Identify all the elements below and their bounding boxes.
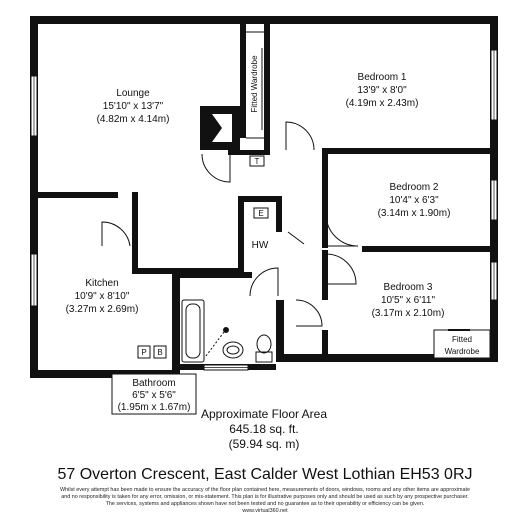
door-kitchen [101, 221, 131, 247]
wall-bedroom3-left-lower [322, 330, 328, 362]
disclaimer-line-2: and no responsibility is taken for any e… [61, 494, 469, 500]
bathroom-fixtures [181, 299, 273, 363]
lounge-imperial: 15'10" x 13'7" [103, 101, 164, 112]
lounge-name: Lounge [116, 88, 150, 99]
b-label: B [157, 348, 162, 357]
lounge-metric: (4.82m x 4.14m) [97, 114, 170, 125]
floor-area-title: Approximate Floor Area [201, 407, 327, 421]
disclaimer: Whilst every attempt has been made to en… [8, 487, 522, 515]
wall-hw-left [238, 196, 244, 274]
floor-area: Approximate Floor Area 645.18 sq. ft. (5… [201, 407, 327, 451]
kitchen-imperial: 10'9" x 8'10" [75, 291, 130, 302]
wall-hall-bottom [180, 272, 252, 278]
bedroom3-imperial: 10'5" x 6'11" [381, 295, 436, 306]
bedroom3-metric: (3.17m x 2.10m) [372, 308, 445, 319]
t-box [249, 155, 265, 167]
fitted-wardrobe-2-line2: Wardrobe [445, 347, 480, 356]
disclaimer-line-3: The services, systems and appliances sho… [105, 501, 425, 507]
chimney-breast [200, 106, 240, 150]
bedroom2-metric: (3.14m x 1.90m) [378, 208, 451, 219]
doors [101, 121, 359, 327]
interior-walls [38, 24, 490, 362]
door-bedroom3 [325, 253, 357, 285]
wall-kitchen-top-right [132, 268, 240, 274]
door-bathroom [249, 267, 279, 297]
kitchen-name: Kitchen [85, 278, 118, 289]
wall-kitchen-divider [132, 192, 138, 274]
wall-wardrobe-right [264, 24, 270, 154]
windows [30, 49, 498, 371]
t-label: T [255, 157, 260, 166]
bedroom2-imperial: 10'4" x 6'3" [389, 195, 439, 206]
wall-hw-right [276, 196, 282, 232]
room-labels: Lounge 15'10" x 13'7" (4.82m x 4.14m) Be… [66, 72, 451, 319]
e-box [253, 207, 269, 219]
basin [222, 341, 244, 359]
fitted-wardrobe-1-label: Fitted Wardrobe [250, 55, 259, 113]
kitchen-metric: (3.27m x 2.69m) [66, 304, 139, 315]
bedroom1-metric: (4.19m x 2.43m) [346, 98, 419, 109]
fireplace-hearth [212, 114, 232, 142]
wall-lounge-bottom-right [228, 150, 270, 155]
p-label: P [141, 348, 146, 357]
property-address: 57 Overton Crescent, East Calder West Lo… [57, 466, 473, 483]
disclaimer-link[interactable]: www.virtual360.net [242, 508, 288, 514]
bedroom1-name: Bedroom 1 [358, 72, 407, 83]
bathroom-metric: (1.95m x 1.67m) [118, 402, 191, 413]
shower-point [223, 327, 229, 333]
bathroom-label: Bathroom 6'5" x 5'6" (1.95m x 1.67m) [111, 373, 197, 415]
wall-lounge-bottom-left [38, 192, 118, 198]
wall-bottom-right [276, 354, 498, 362]
floor-area-sqm: (59.94 sq. m) [229, 437, 300, 451]
door-bedroom2 [325, 213, 359, 247]
wall-top [30, 16, 498, 24]
wall-bathroom-left [172, 272, 180, 378]
fitted-wardrobe-2: Fitted Wardrobe [433, 329, 491, 359]
wall-bathroom-right [276, 300, 284, 362]
disclaimer-line-1: Whilst every attempt has been made to en… [60, 487, 470, 493]
door-lounge [201, 153, 231, 183]
wall-lounge-right [240, 24, 246, 138]
wall-bedroom3-left [322, 250, 328, 300]
fixture-boxes: T E P B [137, 155, 269, 359]
floor-area-sqft: 645.18 sq. ft. [229, 422, 298, 436]
e-label: E [258, 209, 263, 218]
bathtub [181, 299, 205, 363]
wall-hw-top [238, 196, 276, 202]
bathroom-imperial: 6'5" x 5'6" [132, 390, 176, 401]
toilet-bowl [256, 334, 272, 354]
door-main [295, 299, 323, 327]
fireplace [200, 106, 240, 150]
wall-bedroom1-bottom [322, 148, 490, 154]
bedroom1-imperial: 13'9" x 8'0" [357, 85, 407, 96]
wall-bedroom2-left [322, 148, 328, 248]
door-bedroom1 [285, 121, 315, 151]
door-hw [287, 231, 305, 245]
wall-bottom-kitchen [30, 370, 180, 378]
toilet-cistern [255, 351, 273, 363]
bedroom3-name: Bedroom 3 [384, 282, 433, 293]
hw-label: HW [252, 240, 269, 251]
b-box [153, 345, 167, 359]
wall-left-upper [30, 16, 38, 378]
wall-bedroom2-bottom [362, 246, 490, 252]
fitted-wardrobe-2-line1: Fitted [452, 335, 472, 344]
fitted-wardrobe-1: Fitted Wardrobe [246, 31, 264, 139]
bathroom-name: Bathroom [132, 378, 175, 389]
p-box [137, 345, 151, 359]
bedroom2-name: Bedroom 2 [390, 182, 439, 193]
